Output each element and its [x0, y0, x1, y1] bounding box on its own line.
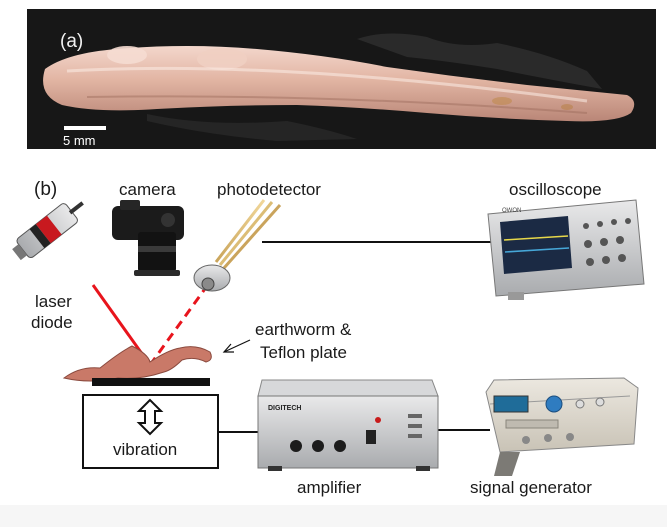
- camera-label: camera: [119, 180, 176, 199]
- earthworm-photo: (a) 5 mm: [27, 9, 656, 149]
- signal-generator-label: signal generator: [470, 478, 592, 497]
- earthworm-body: [43, 46, 635, 122]
- panel-a-label: (a): [60, 31, 84, 52]
- oscilloscope-label: oscilloscope: [509, 180, 602, 199]
- teflon-plate: [92, 378, 210, 386]
- panel-b-label: (b): [34, 179, 58, 200]
- oscilloscope-icon: OWON: [487, 199, 645, 300]
- oscilloscope-brand: OWON: [502, 208, 521, 214]
- laser-diode-label-line1: laser: [35, 292, 72, 311]
- amplifier-icon: DIGITECH: [257, 379, 439, 471]
- earthworm-label-line1: earthworm &: [255, 320, 352, 339]
- vibration-label: vibration: [113, 440, 178, 459]
- amplifier-label: amplifier: [297, 478, 362, 497]
- reflected-laser-beam: [148, 285, 209, 366]
- earthworm-icon: [62, 345, 212, 382]
- photodetector-label: photodetector: [217, 180, 321, 199]
- earthworm-on-plate: [62, 345, 212, 386]
- laser-diode-icon: [12, 201, 84, 261]
- photodetector-icon: [193, 199, 282, 292]
- laser-diode-label-line2: diode: [31, 313, 73, 332]
- bottom-strip: [0, 505, 667, 527]
- scale-bar-label: 5 mm: [63, 133, 96, 148]
- earthworm-image: [27, 9, 656, 149]
- earthworm-label-line2: Teflon plate: [260, 343, 347, 362]
- camera-icon: [112, 200, 184, 276]
- double-arrow-icon: [136, 398, 164, 436]
- signal-generator-icon: [485, 377, 639, 476]
- vibration-box: [82, 394, 219, 469]
- pointer-arrow: [223, 339, 251, 353]
- amplifier-brand: DIGITECH: [268, 405, 301, 412]
- scale-bar: [64, 126, 106, 130]
